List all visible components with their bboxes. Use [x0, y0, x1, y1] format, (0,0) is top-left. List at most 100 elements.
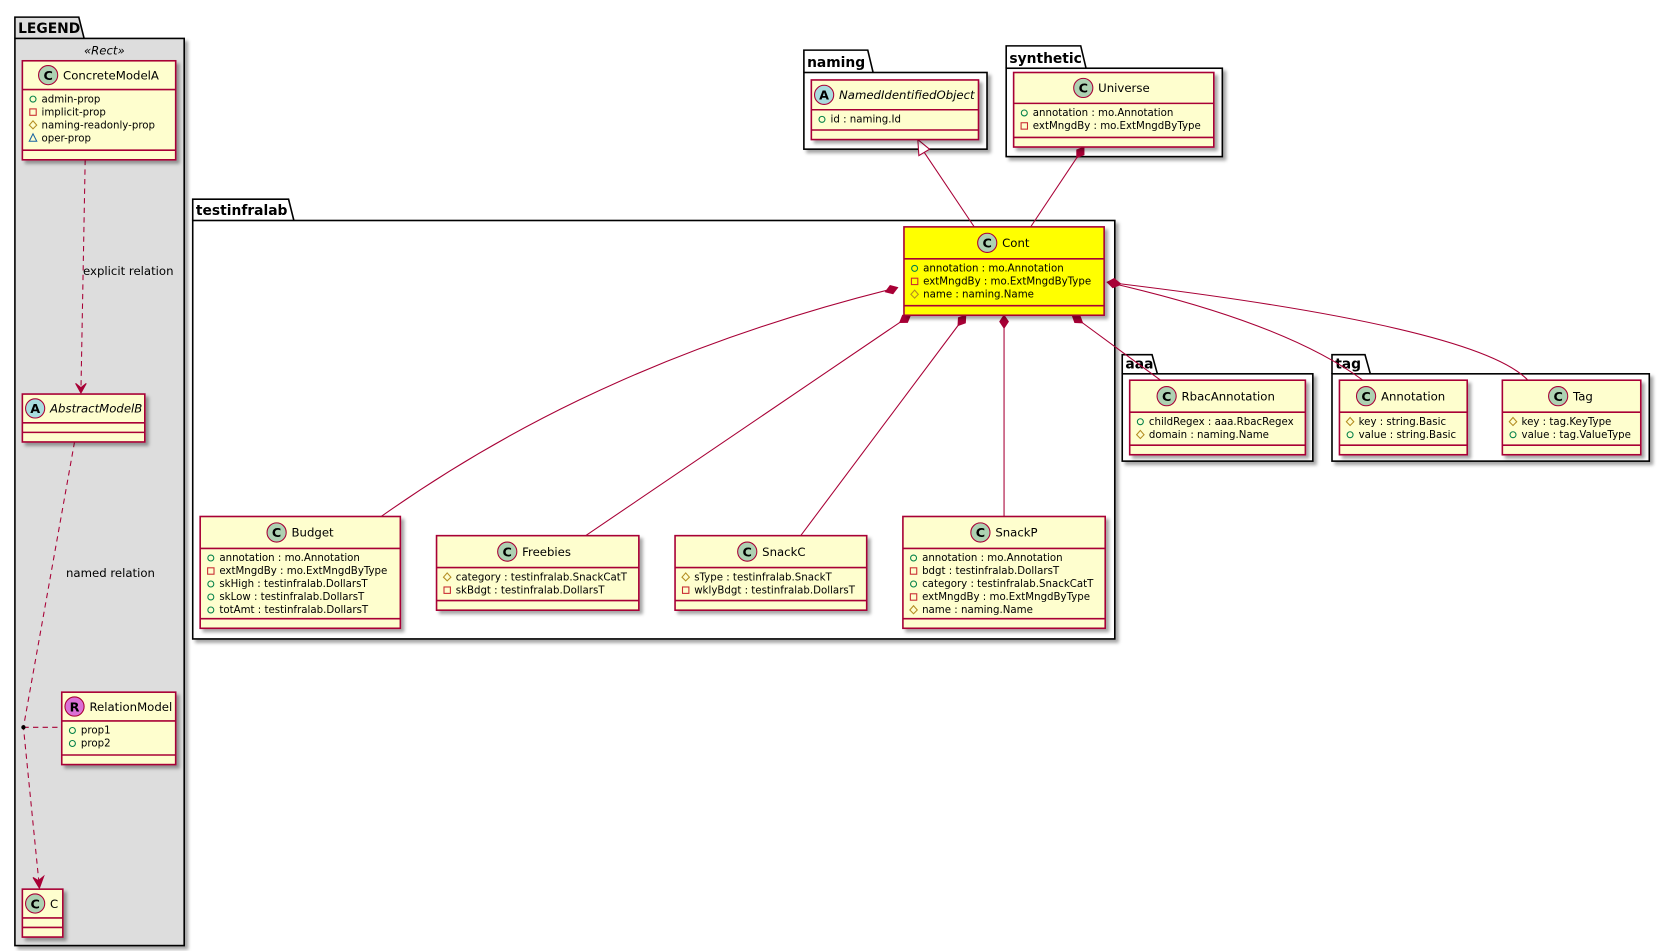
class-box[interactable] [903, 226, 1105, 317]
composition-edge-budget [380, 287, 898, 517]
class-name: RelationModel [89, 700, 172, 714]
abstract-icon-letter: A [819, 89, 829, 104]
composition-edge-freebies [585, 314, 911, 537]
composition-diamond-icon [999, 314, 1009, 329]
class-box[interactable] [1501, 379, 1642, 456]
class-stereotype-icon [25, 893, 46, 914]
composition-diamond-icon [1076, 146, 1085, 159]
class-stereotype-icon [1156, 386, 1177, 407]
relation-stereotype-icon [64, 696, 85, 717]
class-attribute: value : tag.ValueType [1522, 430, 1631, 441]
public-visibility-icon [207, 606, 215, 614]
public-visibility-icon [1020, 109, 1028, 117]
class-box[interactable] [199, 515, 402, 630]
class-attribute: skLow : testinfralab.DollarsT [219, 592, 365, 603]
private-visibility-icon [207, 567, 215, 575]
class-cont[interactable]: C Cont annotation : mo.Annotation extMngdBy… [903, 226, 1105, 317]
arrow-head-icon [75, 382, 87, 395]
inheritance-triangle-icon [917, 138, 931, 157]
class-attribute: skHigh : testinfralab.DollarsT [219, 579, 368, 590]
class-icon-letter: C [272, 526, 281, 541]
class-attribute: extMngdBy : mo.ExtMngdByType [923, 277, 1091, 288]
package-tab [1121, 353, 1159, 375]
class-icon-letter: C [1162, 390, 1171, 405]
class-name: NamedIdentifiedObject [839, 88, 975, 102]
class-attribute: extMngdBy : mo.ExtMngdByType [1033, 121, 1201, 132]
class-attribute: annotation : mo.Annotation [219, 553, 360, 564]
public-visibility-icon [29, 95, 37, 103]
composition-diamond-icon [1106, 277, 1122, 288]
class-name: AbstractModelB [49, 402, 142, 416]
class-box[interactable] [435, 534, 640, 611]
class-box[interactable] [674, 534, 868, 611]
private-visibility-icon [909, 567, 918, 575]
composition-edge-snackc [800, 314, 967, 536]
legend-stereotype: «Rect» [84, 43, 125, 57]
composition-diamond-icon [957, 314, 967, 327]
junction-dot [21, 725, 26, 730]
class-icon-letter: C [1553, 390, 1562, 405]
protected-visibility-icon [442, 572, 452, 582]
class-abstractmodelb[interactable]: A AbstractModelB [21, 393, 146, 443]
public-visibility-icon [207, 554, 215, 562]
arrow-head-icon [32, 874, 45, 890]
class-attribute: skBdgt : testinfralab.DollarsT [456, 585, 606, 596]
class-attribute: childRegex : aaa.RbacRegex [1149, 417, 1294, 428]
class-name: Tag [1572, 389, 1593, 403]
protected-visibility-icon [681, 572, 691, 582]
class-icon-letter: C [503, 545, 512, 560]
class-attribute: prop1 [81, 726, 111, 737]
package-label: tag [1335, 356, 1361, 372]
class-name: Annotation [1381, 389, 1445, 403]
package-label: naming [807, 55, 865, 71]
package-label: LEGEND [18, 21, 80, 37]
protected-visibility-icon [1135, 429, 1145, 440]
public-visibility-icon [910, 554, 918, 562]
class-stereotype-icon [497, 541, 518, 562]
public-visibility-icon [207, 580, 215, 588]
class-name: Cont [1002, 236, 1030, 250]
class-attribute: totAmt : testinfralab.DollarsT [219, 605, 369, 616]
class-attribute: name : naming.Name [922, 605, 1033, 616]
class-name: ConcreteModelA [63, 68, 159, 82]
public-visibility-icon [911, 264, 919, 272]
class-stereotype-icon [970, 522, 991, 543]
class-box[interactable] [1012, 71, 1215, 148]
class-icon-letter: C [983, 237, 992, 252]
public-visibility-icon [1346, 431, 1354, 439]
composition-edge-rbacannotation [1071, 314, 1161, 381]
class-icon-letter: C [43, 69, 52, 84]
private-visibility-icon [681, 586, 690, 594]
class-attribute: category : testinfralab.SnackCatT [456, 572, 628, 583]
dependency-edge [80, 159, 86, 392]
explicit-relation-label: explicit relation [83, 264, 173, 278]
class-box[interactable] [902, 515, 1107, 630]
composition-edge-tag [1107, 281, 1529, 381]
composition-edge-universe [1030, 146, 1085, 228]
class-attribute: bdgt : testinfralab.DollarsT [922, 566, 1060, 577]
class-attribute: annotation : mo.Annotation [923, 264, 1064, 275]
class-attribute: annotation : mo.Annotation [1033, 108, 1174, 119]
class-stereotype-icon [266, 522, 287, 543]
package-label: testinfralab [196, 203, 288, 219]
class-icon-letter: C [1079, 82, 1088, 97]
class-icon-letter: C [743, 545, 752, 560]
private-visibility-icon [443, 586, 451, 594]
package-tab [1331, 353, 1372, 375]
abstract-icon-letter: A [30, 402, 40, 417]
class-icon-letter: C [976, 526, 985, 541]
class-name: Budget [292, 526, 335, 540]
class-attribute: wklyBdgt : testinfralab.DollarsT [694, 585, 856, 596]
